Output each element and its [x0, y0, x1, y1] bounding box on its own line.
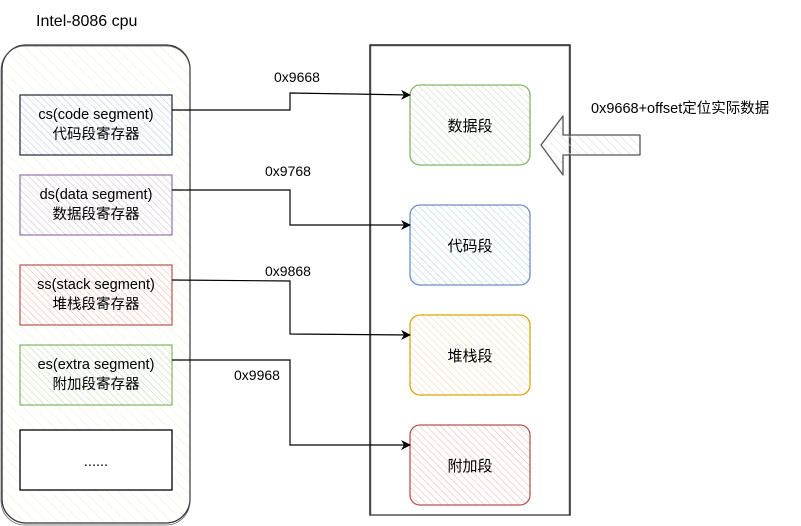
- register-cs: cs(code segment) 代码段寄存器: [20, 95, 172, 155]
- segment-code-label: 代码段: [447, 237, 493, 255]
- connector-ss-to-stack: [171, 279, 411, 340]
- register-ds: ds(data segment) 数据段寄存器: [20, 175, 172, 235]
- register-cs-desc: 代码段寄存器: [52, 127, 140, 143]
- segment-box-stack: [409, 314, 531, 396]
- register-box-ss: [19, 264, 173, 326]
- register-es-name: es(extra segment): [37, 357, 155, 373]
- register-box-es: [19, 344, 173, 406]
- connector-es-to-extra: [172, 359, 411, 450]
- memory-container: [369, 44, 571, 516]
- register-more-ellipsis: ......: [83, 454, 109, 470]
- segment-box-extra: [409, 424, 531, 506]
- register-ss-desc: 堆栈段寄存器: [52, 297, 140, 313]
- segment-box-code: [409, 204, 531, 286]
- register-es-desc: 附加段寄存器: [52, 377, 140, 393]
- register-ss: ss(stack segment) 堆栈段寄存器: [20, 265, 172, 325]
- register-ds-desc: 数据段寄存器: [52, 207, 140, 223]
- segment-extra-label: 附加段: [447, 457, 493, 475]
- register-box-ds: [19, 174, 173, 236]
- register-box-more: [19, 429, 173, 491]
- register-cs-name: cs(code segment): [38, 107, 154, 123]
- connector-ds-to-code: [172, 189, 411, 230]
- address-label-ds: 0x9768: [265, 163, 311, 179]
- cpu-title: Intel-8086 cpu: [36, 13, 138, 30]
- offset-note: 0x9668+offset定位实际数据: [591, 101, 770, 117]
- connector-cs-to-data: [172, 89, 411, 111]
- address-label-ss: 0x9868: [265, 263, 311, 279]
- register-ds-name: ds(data segment): [39, 187, 153, 203]
- register-more: ......: [20, 432, 172, 492]
- register-box-cs: [19, 94, 173, 156]
- address-label-es: 0x9968: [234, 367, 280, 383]
- register-es: es(extra segment) 附加段寄存器: [20, 345, 172, 405]
- register-ss-name: ss(stack segment): [37, 277, 155, 293]
- segment-box-data: [409, 84, 531, 166]
- address-label-cs: 0x9668: [274, 69, 320, 85]
- segment-data-label: 数据段: [447, 117, 493, 135]
- segment-stack-label: 堆栈段: [447, 347, 493, 365]
- offset-pointer-arrow-icon: [540, 115, 641, 176]
